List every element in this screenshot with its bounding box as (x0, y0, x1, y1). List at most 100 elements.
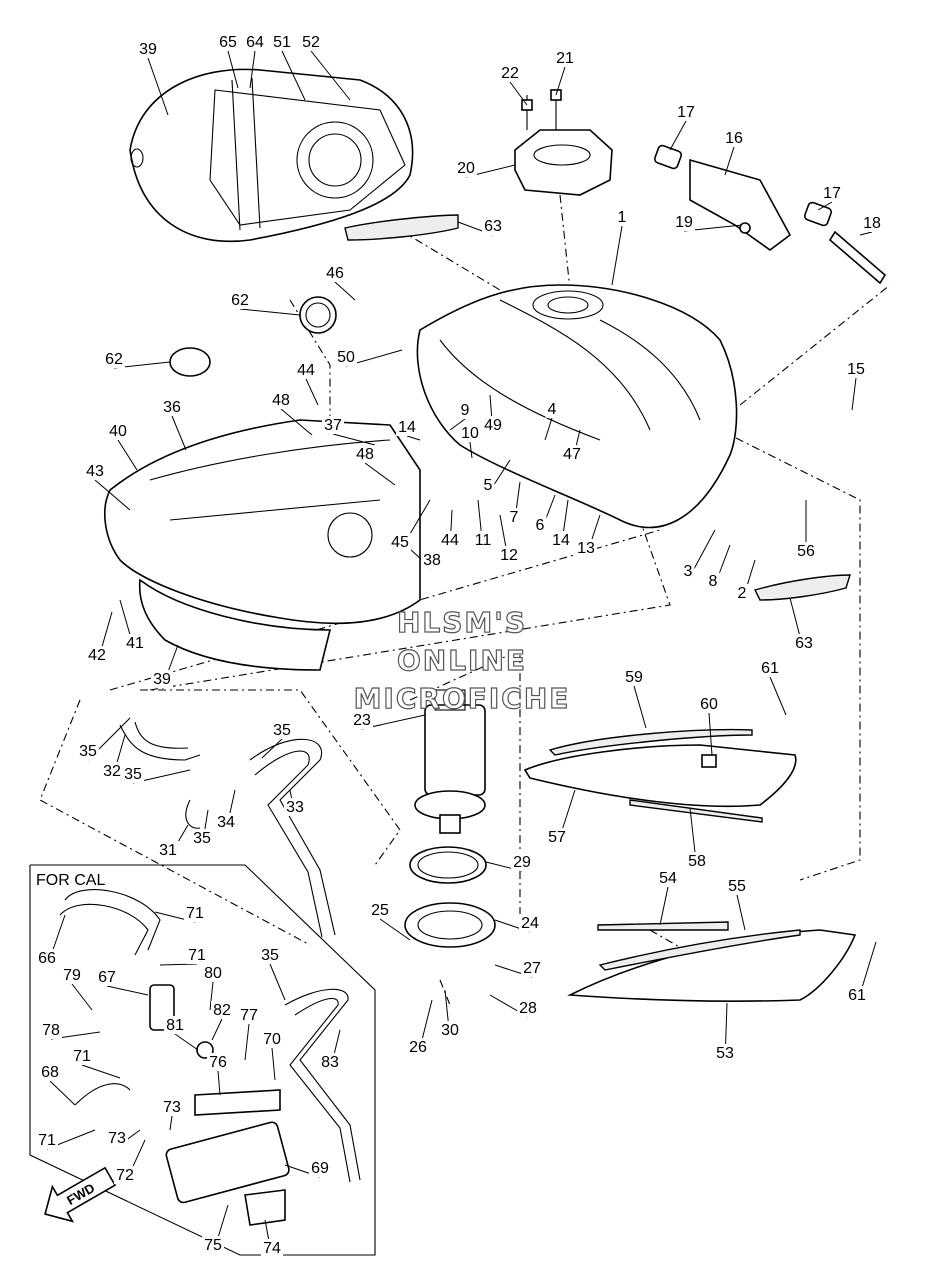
leader-line-71 (81, 1064, 121, 1079)
callout-background (498, 546, 520, 564)
leader-line-68 (49, 1080, 76, 1106)
part-callout-13: 13 (577, 540, 595, 557)
callout-background (795, 542, 817, 560)
fuel-cap-assembly (514, 89, 613, 196)
part-callout-66: 66 (38, 950, 56, 967)
callout-background (821, 184, 843, 202)
callout-background (202, 1236, 224, 1254)
part-callout-12: 12 (500, 547, 518, 564)
callout-background (846, 986, 868, 1004)
part-callout-14: 14 (552, 532, 570, 549)
part-callout-28: 28 (519, 1000, 537, 1017)
part-callout-43: 43 (86, 463, 104, 480)
part-callout-36: 36 (163, 399, 181, 416)
part-callout-51: 51 (273, 34, 291, 51)
callout-background (186, 946, 208, 964)
callout-background (319, 1053, 341, 1071)
callout-background (86, 646, 108, 664)
callout-background (271, 721, 293, 739)
leader-line-61 (769, 676, 787, 716)
callout-background (673, 213, 695, 231)
part-callout-17: 17 (823, 185, 841, 202)
part-callout-56: 56 (797, 543, 815, 560)
for-cal-label: FOR CAL (36, 872, 105, 889)
leader-line-82 (211, 1018, 223, 1041)
callout-background (482, 217, 504, 235)
part-callout-3: 3 (684, 563, 693, 580)
fuel-pump (414, 689, 486, 834)
callout-background (284, 798, 306, 816)
part-callout-72: 72 (116, 1167, 134, 1184)
leader-line-65 (227, 50, 239, 89)
side-cover-main (104, 419, 421, 625)
callout-background (561, 445, 583, 463)
leader-line-44 (305, 378, 319, 406)
callout-background (184, 904, 206, 922)
part-callout-42: 42 (88, 647, 106, 664)
callout-background (351, 711, 373, 729)
leader-line-77 (244, 1023, 250, 1061)
part-callout-71: 71 (38, 1132, 56, 1149)
callout-background (238, 1006, 260, 1024)
watermark-line-1: HLSM'S (397, 606, 527, 639)
callout-background (499, 64, 521, 82)
callout-background (554, 49, 576, 67)
forward-arrow-icon: FWD (44, 1166, 117, 1223)
part-callout-35: 35 (193, 830, 211, 847)
callout-background (211, 1001, 233, 1019)
callout-background (61, 966, 83, 984)
part-callout-39: 39 (139, 41, 157, 58)
callout-background (309, 1159, 331, 1177)
callout-background (103, 350, 125, 368)
callout-background (244, 33, 266, 51)
part-callout-35: 35 (79, 743, 97, 760)
leader-line-15 (851, 377, 857, 411)
callout-background (533, 516, 547, 534)
callout-background (407, 1038, 429, 1056)
part-callout-81: 81 (166, 1017, 184, 1034)
part-callout-23: 23 (353, 712, 371, 729)
part-callout-75: 75 (204, 1237, 222, 1254)
breather-hoses (119, 721, 336, 938)
part-callout-68: 68 (41, 1064, 59, 1081)
callout-background (793, 634, 815, 652)
callout-background (459, 424, 481, 442)
callout-background (215, 813, 237, 831)
part-callout-31: 31 (159, 842, 177, 859)
leader-line-46 (334, 281, 356, 301)
callout-background (137, 40, 159, 58)
callout-background (511, 853, 533, 871)
leader-line-81 (174, 1033, 199, 1051)
callout-background (164, 1016, 186, 1034)
leader-line-52 (310, 50, 351, 101)
part-callout-15: 15 (847, 361, 865, 378)
callout-background (77, 742, 99, 760)
leader-line-4 (544, 417, 553, 441)
callout-background (84, 462, 106, 480)
grommet-caps (169, 296, 337, 377)
leader-line-59 (633, 685, 647, 729)
callout-background (389, 533, 411, 551)
callout-background (207, 1053, 229, 1071)
part-callout-35: 35 (273, 722, 291, 739)
part-callout-76: 76 (209, 1054, 227, 1071)
leader-line-48 (364, 462, 396, 486)
callout-background (675, 103, 697, 121)
part-callout-26: 26 (409, 1039, 427, 1056)
callout-background (735, 584, 749, 602)
callout-background (106, 1129, 128, 1147)
callout-background (124, 634, 146, 652)
callout-background (726, 877, 748, 895)
part-callout-14: 14 (398, 419, 416, 436)
part-callout-24: 24 (521, 915, 539, 932)
pump-gasket-ring (404, 846, 496, 948)
callout-background (96, 968, 118, 986)
callout-background (161, 1098, 183, 1116)
callout-background (723, 129, 745, 147)
leader-line-9 (449, 418, 466, 431)
leader-line-80 (209, 981, 214, 1011)
part-callout-39: 39 (153, 671, 171, 688)
callout-background (271, 33, 293, 51)
callout-background (151, 670, 173, 688)
